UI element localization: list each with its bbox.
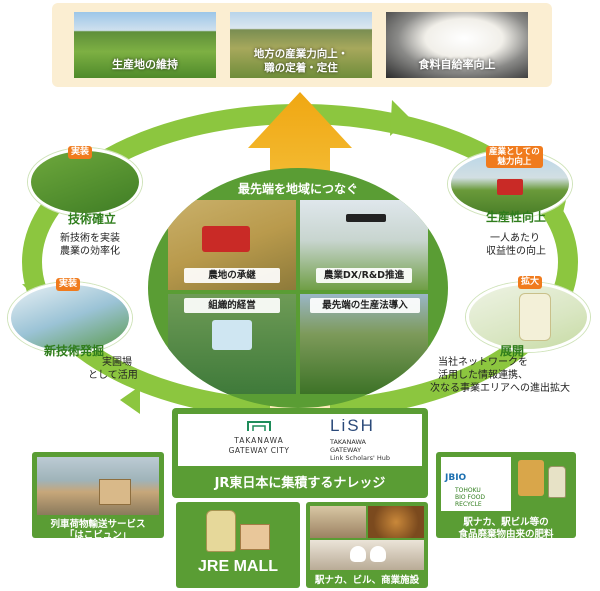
lish-line3: Link Scholars' Hub bbox=[330, 454, 391, 462]
bottom-left-box: 列車荷物輸送サービス 「はこビュン」 bbox=[32, 452, 164, 541]
center-circle: 最先端を地域につなぐ 農地の承継 農業DX/R&D推進 組織的経営 最先端の生産… bbox=[148, 168, 448, 408]
knowledge-banner: JR東日本に集積するナレッジ bbox=[214, 476, 386, 491]
logo-panel: TAKANAWA GATEWAY CITY LiSH TAKANAWA GATE… bbox=[178, 414, 422, 466]
center-title: 最先端を地域につなぐ bbox=[237, 182, 358, 196]
lish-line2: GATEWAY bbox=[330, 446, 362, 454]
tag-productivity-line2: 魅力向上 bbox=[497, 157, 532, 167]
tag-tech-established: 実装 bbox=[68, 146, 93, 159]
desc-productivity-2: 収益性の向上 bbox=[486, 246, 546, 257]
station-photo-2 bbox=[368, 506, 424, 538]
takanawa-line1: TAKANAWA bbox=[234, 436, 284, 445]
tag-productivity-line1: 産業としての bbox=[489, 147, 540, 157]
desc-tech-development-1: 実圃場 bbox=[102, 357, 132, 368]
jre-mall-box: JRE MALL bbox=[176, 502, 300, 588]
title-expansion: 展開 bbox=[500, 344, 525, 358]
station-photo-3 bbox=[310, 540, 424, 570]
desc-tech-established-2: 農業の効率化 bbox=[60, 246, 120, 257]
ring-arrow-bottom-left bbox=[120, 386, 140, 414]
rice-bag-icon bbox=[206, 510, 236, 552]
title-tech-established: 技術確立 bbox=[68, 212, 117, 226]
tohoku-line1: TOHOKU bbox=[455, 487, 481, 494]
cell-label-4: 最先端の生産法導入 bbox=[310, 298, 420, 313]
tag-tech-development: 実装 bbox=[56, 278, 81, 291]
tag-expansion: 拡大 bbox=[518, 276, 543, 289]
hakobyun-photo bbox=[37, 457, 159, 515]
lish-line1: TAKANAWA bbox=[330, 438, 366, 446]
outcome-label-2b: 職の定着・定住 bbox=[264, 62, 338, 74]
desc-expansion-3: 次なる事業エリアへの進出拡大 bbox=[430, 383, 570, 394]
jre-mall-label: JRE MALL bbox=[198, 558, 278, 575]
outcome-label-2a: 地方の産業力向上・ bbox=[253, 48, 349, 60]
circle-expansion bbox=[466, 282, 590, 352]
outcome-label-3: 食料自給率向上 bbox=[418, 58, 496, 71]
lish-logo: LiSH bbox=[330, 416, 375, 435]
desc-tech-established-1: 新技術を実装 bbox=[60, 233, 120, 244]
outcome-photo-farmland: 生産地の維持 bbox=[74, 12, 216, 78]
tag-productivity: 産業としての 魅力向上 bbox=[486, 146, 543, 168]
desc-tech-development-2: として活用 bbox=[88, 370, 138, 381]
logo-card: JBIO TOHOKU BIO FOOD RECYCLE bbox=[441, 457, 511, 511]
fertilizer-bottle-icon bbox=[548, 466, 566, 498]
bottom-left-caption-1: 列車荷物輸送サービス bbox=[50, 519, 146, 530]
title-productivity: 生産性向上 bbox=[486, 210, 547, 224]
fertilizer-caption-2: 食品廃棄物由来の肥料 bbox=[458, 529, 554, 540]
tohoku-line3: RECYCLE bbox=[455, 501, 482, 508]
takanawa-logo-icon bbox=[247, 421, 271, 431]
outcome-photo-rice: 食料自給率向上 bbox=[386, 12, 528, 78]
bottom-left-caption-2: 「はこビュン」 bbox=[64, 530, 132, 541]
cell-label-3: 組織的経営 bbox=[184, 298, 280, 313]
fertilizer-box: JBIO TOHOKU BIO FOOD RECYCLE 駅ナカ、駅ビル等の 食… bbox=[436, 452, 576, 540]
fertilizer-caption-1: 駅ナカ、駅ビル等の bbox=[463, 517, 549, 528]
outcome-label-1: 生産地の維持 bbox=[112, 58, 178, 71]
box-icon bbox=[240, 524, 270, 550]
desc-expansion-1: 当社ネットワークを bbox=[438, 357, 528, 368]
outcome-photo-village: 地方の産業力向上・ 職の定着・定住 bbox=[230, 12, 372, 78]
desc-expansion-2: 活用した情報連携、 bbox=[438, 370, 528, 381]
takanawa-line2: GATEWAY CITY bbox=[228, 446, 290, 455]
station-caption: 駅ナカ、ビル、商業施設 bbox=[314, 575, 420, 586]
title-tech-development: 新技術発掘 bbox=[44, 344, 105, 358]
fertilizer-bag-icon bbox=[518, 460, 544, 496]
cell-label-1: 農地の承継 bbox=[184, 268, 280, 283]
station-photo-1 bbox=[310, 506, 366, 538]
jbio-logo: JBIO bbox=[445, 473, 467, 483]
station-box: 駅ナカ、ビル、商業施設 bbox=[306, 502, 428, 588]
ring-arrow-top-right bbox=[390, 100, 410, 136]
desc-productivity-1: 一人あたり bbox=[490, 233, 540, 244]
cell-label-2: 農業DX/R&D推進 bbox=[316, 268, 412, 283]
tohoku-line2: BIO FOOD bbox=[455, 494, 486, 501]
knowledge-box: TAKANAWA GATEWAY CITY LiSH TAKANAWA GATE… bbox=[172, 408, 428, 498]
